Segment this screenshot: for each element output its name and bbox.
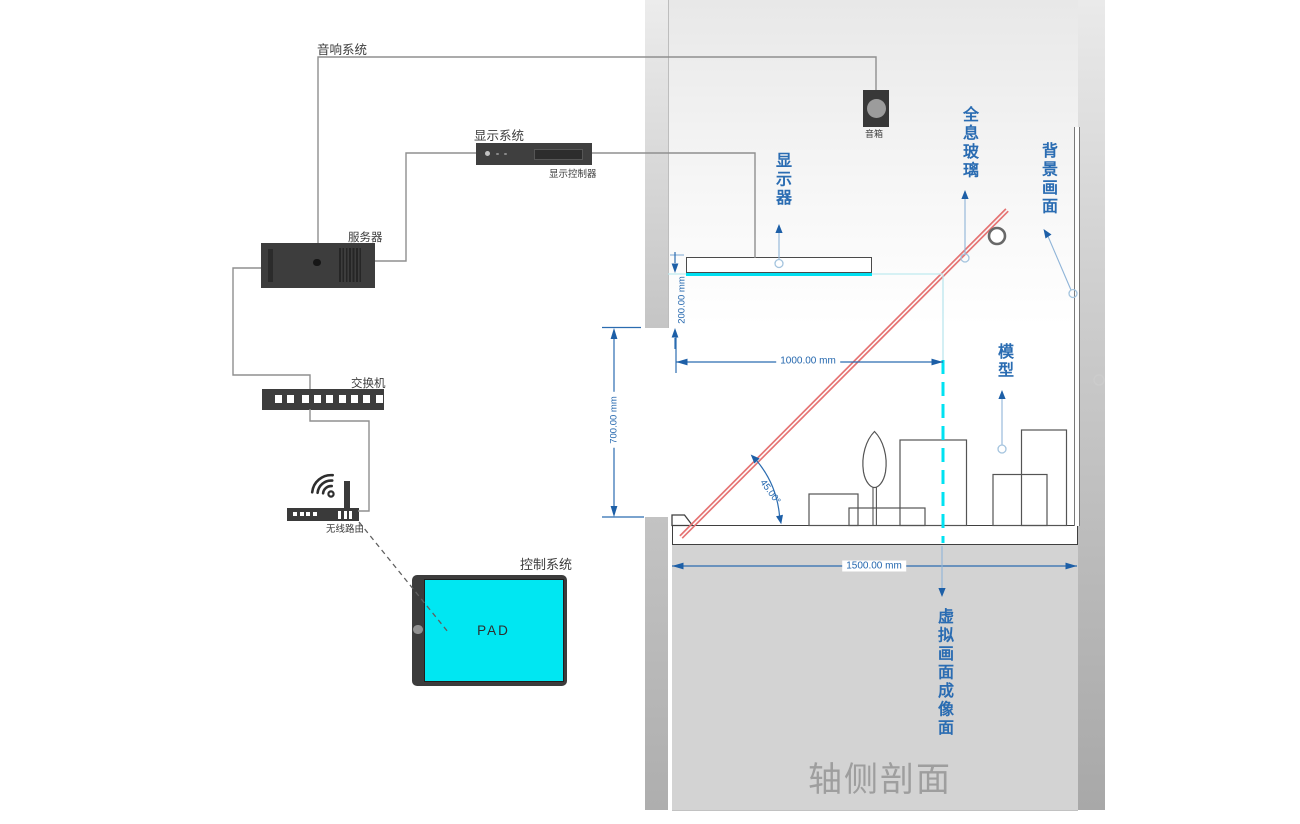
router-port-icon — [343, 510, 347, 519]
pad-home-button-icon — [413, 624, 423, 634]
virtual-image-plane-label: 虚拟画面成像面 — [935, 608, 952, 738]
model-label: 模型 — [995, 343, 1012, 380]
display-panel — [686, 257, 872, 273]
server-vents-icon — [338, 248, 363, 282]
section-title: 轴侧剖面 — [808, 761, 952, 799]
router-port-icon — [338, 510, 341, 519]
pad-label: PAD — [477, 622, 510, 638]
dim-700mm: 700.00 mm — [608, 392, 620, 448]
control-system-label: 控制系统 — [520, 557, 573, 572]
holographic-glass-label: 全息玻璃 — [960, 106, 977, 180]
server-drive-slot-icon — [267, 249, 273, 282]
wireless-router-label: 无线路由 — [326, 524, 365, 535]
background-picture-label: 背景画面 — [1039, 142, 1056, 216]
display-label: 显示器 — [773, 152, 790, 208]
router-led-icon — [312, 512, 317, 516]
table-top — [672, 525, 1078, 545]
switch-port-icon — [275, 395, 282, 403]
router-antenna-icon — [344, 480, 350, 510]
router-led-icon — [299, 512, 304, 516]
controller-server-wire — [375, 152, 476, 262]
background-picture-screen — [1074, 127, 1080, 526]
network-switch-box — [262, 388, 384, 410]
display-controller-label: 显示控制器 — [549, 169, 597, 180]
controller-button-icon — [496, 152, 499, 156]
right-wall — [1078, 0, 1105, 810]
switch-router-wire — [309, 409, 370, 512]
server-power-button-icon — [313, 258, 321, 266]
display-system-label: 显示系统 — [474, 129, 525, 143]
switch-port-icon — [287, 395, 295, 403]
switch-port-icon — [314, 395, 322, 403]
display-emitting-surface — [686, 272, 872, 276]
switch-port-icon — [350, 395, 358, 403]
switch-port-icon — [375, 395, 383, 403]
base-cabinet — [672, 545, 1078, 811]
pad-screen: PAD — [423, 578, 564, 682]
dim-1000mm: 1000.00 mm — [776, 355, 840, 367]
wifi-icon — [310, 473, 335, 498]
left-wall-lower — [645, 517, 668, 810]
speaker-cone-icon — [867, 99, 886, 118]
router-led-icon — [306, 512, 310, 516]
router-port-icon — [349, 510, 352, 519]
controller-display-window — [534, 148, 583, 160]
switch-port-icon — [326, 395, 334, 403]
server-label: 服务器 — [348, 232, 383, 244]
controller-led-icon — [485, 151, 490, 156]
controller-button-icon — [504, 152, 507, 156]
switch-port-icon — [363, 395, 371, 403]
left-wall-upper — [645, 0, 669, 328]
router-led-icon — [293, 512, 297, 516]
dim-200mm: 200.00 mm — [676, 276, 688, 324]
audio-system-label: 音响系统 — [317, 43, 368, 57]
speaker-label: 音箱 — [865, 129, 884, 139]
dim-1500mm: 1500.00 mm — [842, 560, 906, 572]
wireless-router-box — [287, 508, 359, 521]
switch-label: 交换机 — [351, 378, 386, 390]
switch-port-icon — [338, 395, 346, 403]
switch-port-icon — [301, 395, 309, 403]
